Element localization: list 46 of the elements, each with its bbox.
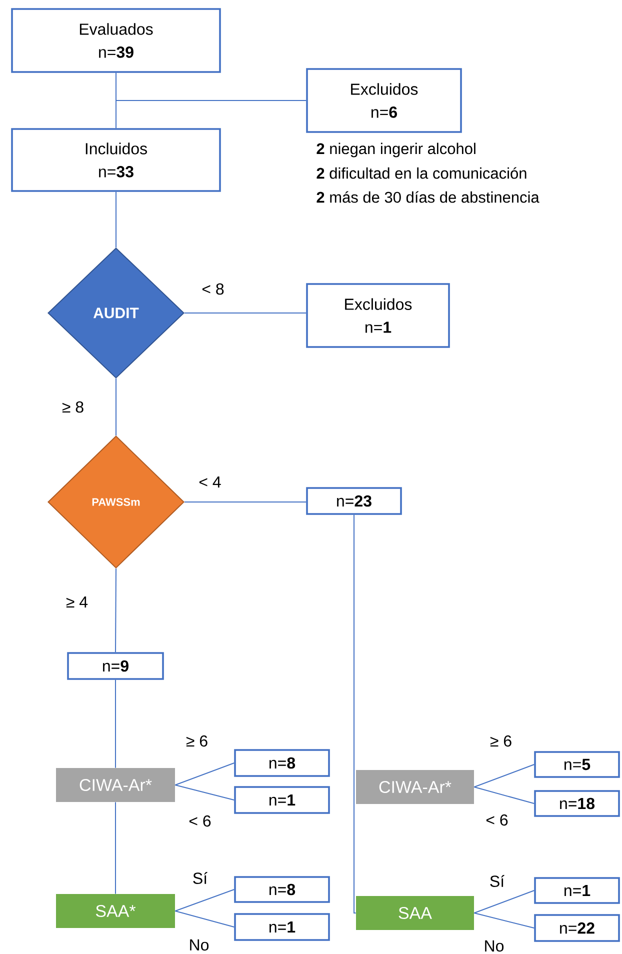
edge-label: < 8: [200, 282, 226, 296]
count-box: n=8: [234, 749, 330, 777]
scale-box: CIWA-Ar*: [56, 768, 175, 802]
edge-label: ≥ 4: [64, 596, 90, 609]
note-text: 2 niegan ingerir alcohol: [316, 142, 476, 158]
connector-line: [174, 910, 235, 928]
process-box: Evaluados n=39: [11, 8, 221, 73]
connector-line: [474, 890, 535, 914]
edge-label: < 4: [198, 476, 222, 488]
edge-label: < 6: [188, 814, 212, 828]
count-box: n=1: [234, 786, 330, 814]
connector-line: [115, 568, 116, 653]
count-box: n=23: [306, 487, 402, 515]
edge-label: No: [482, 939, 506, 953]
note-text: 2 dificultad en la comunicación: [316, 167, 526, 179]
connector-line: [174, 784, 235, 800]
connector-line: [115, 679, 116, 768]
edge-label: No: [188, 938, 210, 952]
connector-line: [474, 912, 535, 929]
count-box: n=5: [534, 751, 620, 778]
edge-label: ≥ 6: [184, 734, 210, 748]
connector-line: [474, 764, 535, 788]
edge-label: ≥ 6: [488, 734, 514, 748]
scale-box: SAA: [356, 896, 474, 930]
edge-label: Sí: [191, 871, 209, 885]
connector-line: [354, 514, 356, 914]
scale-box: SAA*: [56, 894, 175, 928]
edge-label: ≥ 8: [60, 400, 86, 414]
count-box: n=8: [234, 876, 330, 903]
edge-label: Sí: [488, 874, 506, 888]
count-box: n=22: [534, 914, 620, 942]
connector-line: [184, 312, 307, 314]
process-box: Excluidos n=1: [306, 283, 450, 348]
note-text: 2 más de 30 días de abstinencia: [316, 191, 540, 203]
edge-label: < 6: [484, 813, 510, 827]
scale-box: CIWA-Ar*: [356, 770, 474, 804]
process-box: Excluidos n=6: [306, 68, 462, 133]
connector-line: [174, 889, 235, 912]
count-box: n=18: [534, 790, 620, 817]
count-box: n=1: [234, 913, 330, 941]
connector-line: [115, 802, 116, 894]
count-box: n=1: [534, 877, 620, 904]
process-box: Incluidos n=33: [11, 128, 221, 192]
connector-line: [474, 786, 535, 804]
count-box: n=9: [67, 652, 164, 680]
connector-line: [174, 762, 235, 786]
